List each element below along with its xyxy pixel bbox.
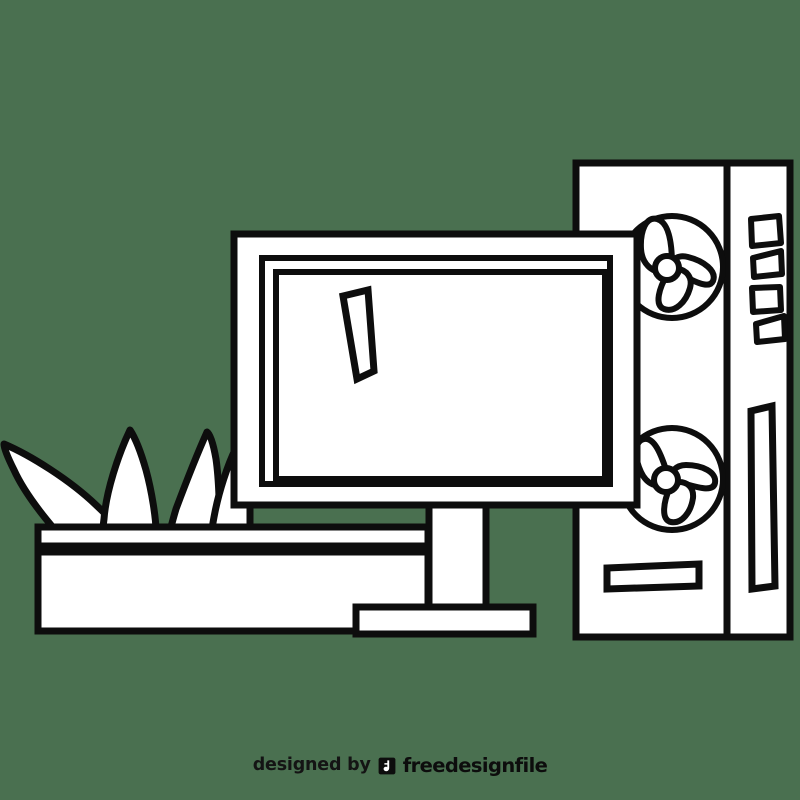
tower-fan-lower	[618, 425, 726, 533]
fan-lower-hub	[651, 465, 681, 495]
indicator-button-3	[749, 284, 784, 315]
monitor-screen	[273, 269, 608, 482]
plant	[0, 426, 254, 535]
monitor-stand	[352, 496, 537, 638]
freedesignfile-logo-icon	[378, 757, 396, 775]
watermark-prefix: designed by	[252, 755, 371, 776]
vertical-vent-slot	[747, 401, 779, 593]
tower-fan-upper	[618, 213, 726, 321]
monitor	[230, 230, 641, 509]
monitor-stand-base	[352, 603, 537, 638]
fan-upper-hub	[652, 253, 682, 283]
watermark-brand: freedesignfile	[402, 754, 548, 778]
keyboard-top-strip	[34, 523, 432, 550]
watermark: designed by freedesignfile	[0, 748, 800, 784]
optical-drive-slot	[603, 560, 703, 593]
indicator-button-4	[753, 313, 788, 345]
indicator-buttons	[748, 213, 788, 345]
screen-glare-icon	[339, 285, 378, 385]
indicator-button-1	[748, 213, 784, 249]
plant-leaf-2	[99, 426, 160, 535]
indicator-button-2	[750, 248, 785, 280]
monitor-stand-neck	[425, 496, 490, 614]
